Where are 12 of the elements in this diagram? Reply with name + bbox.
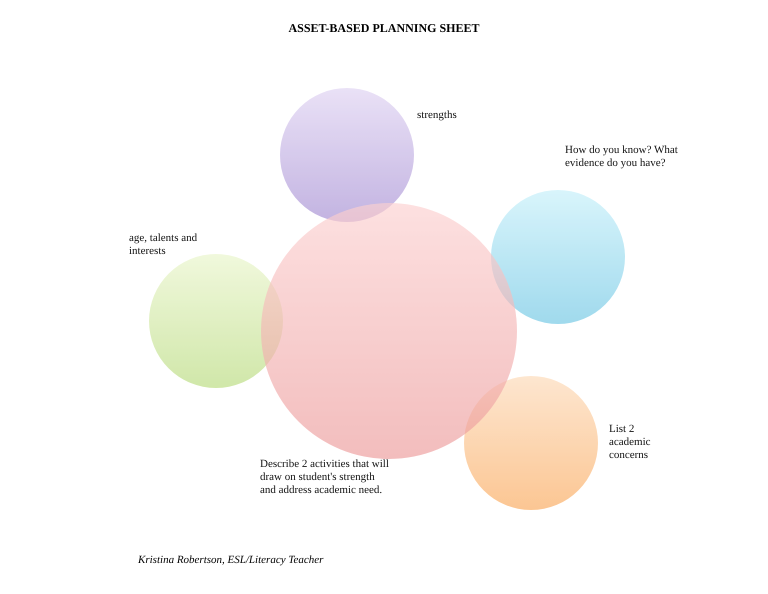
- circle-caption: strengths: [417, 109, 458, 122]
- circle: [149, 254, 283, 388]
- circle: [464, 376, 598, 510]
- circle-caption: age, talents and interests: [129, 232, 198, 258]
- circle-caption: Describe 2 activities that will draw on student's strength and address academic need.: [260, 458, 390, 497]
- caption: Kristina Robertson, ESL/Literacy Teacher: [138, 554, 324, 566]
- title: ASSET-BASED PLANNING SHEET: [288, 21, 480, 36]
- circle: [261, 203, 517, 459]
- circle-caption: List 2 academic concerns: [609, 423, 652, 462]
- circle-caption: How do you know? What evidence do you have?: [565, 144, 679, 170]
- circle: [280, 88, 414, 222]
- circle: [491, 190, 625, 324]
